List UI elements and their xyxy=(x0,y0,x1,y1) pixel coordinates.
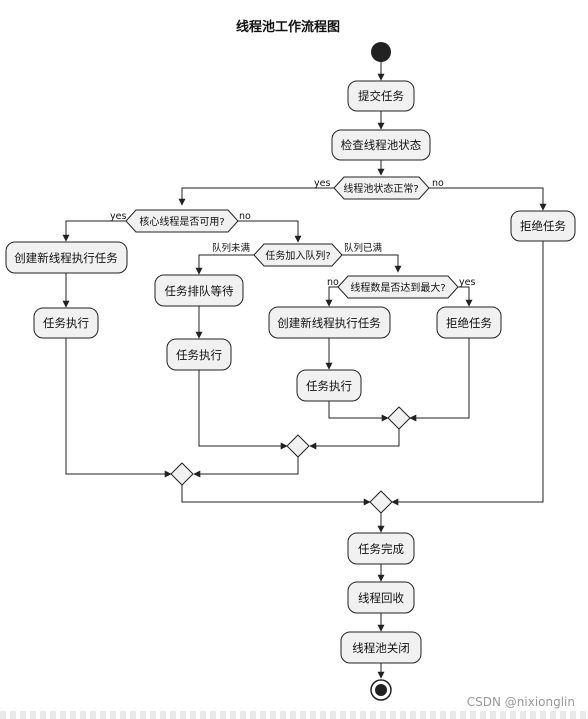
label-status-no: no xyxy=(432,178,444,189)
node-exec-queue: 任务执行 xyxy=(166,338,232,371)
svg-text:任务加入队列?: 任务加入队列? xyxy=(265,249,330,262)
node-pool-shutdown: 线程池关闭 xyxy=(340,631,422,664)
label-status-yes: yes xyxy=(314,178,330,189)
svg-text:线程回收: 线程回收 xyxy=(358,591,404,605)
decision-core-available: 核心线程是否可用? xyxy=(125,209,239,233)
label-queue-full: 队列已满 xyxy=(344,242,383,254)
node-reject-task-max: 拒绝任务 xyxy=(436,306,502,339)
watermark: CSDN @nixionglin xyxy=(467,695,575,709)
node-thread-reclaim: 线程回收 xyxy=(347,581,415,614)
start-node xyxy=(371,42,391,62)
svg-text:创建新线程执行任务: 创建新线程执行任务 xyxy=(14,251,118,265)
svg-text:拒绝任务: 拒绝任务 xyxy=(446,316,492,330)
edge-core-yes xyxy=(62,220,135,242)
edge-max-no xyxy=(325,286,340,307)
merge-diamonds xyxy=(170,406,411,514)
edge-merge-up xyxy=(309,429,400,450)
edge-max-yes xyxy=(456,286,473,307)
svg-text:任务执行: 任务执行 xyxy=(176,348,222,362)
edge-queue-full xyxy=(342,254,402,273)
svg-text:任务排队等待: 任务排队等待 xyxy=(165,284,234,298)
merge-core-branch xyxy=(170,462,194,486)
svg-text:创建新线程执行任务: 创建新线程执行任务 xyxy=(277,316,381,330)
diagram-title: 线程池工作流程图 xyxy=(236,19,340,35)
svg-text:线程池关闭: 线程池关闭 xyxy=(352,641,410,655)
edge-execqueue-merge xyxy=(198,370,288,450)
bottom-border-strip xyxy=(0,711,588,719)
label-max-yes: yes xyxy=(459,277,475,288)
end-node xyxy=(370,679,392,701)
label-core-no: no xyxy=(239,211,251,222)
edge-merge-final xyxy=(181,485,371,506)
edge-merge-core xyxy=(193,457,299,478)
node-exec-core: 任务执行 xyxy=(33,307,99,339)
label-max-no: no xyxy=(327,277,339,288)
svg-text:提交任务: 提交任务 xyxy=(358,89,404,103)
decision-queue-join: 任务加入队列? xyxy=(253,243,343,267)
label-core-yes: yes xyxy=(110,211,126,222)
node-submit-task: 提交任务 xyxy=(347,80,415,112)
edge-status-yes xyxy=(178,187,334,206)
edge-execcore-merge xyxy=(65,338,172,478)
edge-execmax-merge xyxy=(328,401,389,422)
svg-text:任务执行: 任务执行 xyxy=(306,379,352,393)
node-check-status: 检查线程池状态 xyxy=(331,129,431,161)
svg-text:核心线程是否可用?: 核心线程是否可用? xyxy=(139,215,224,228)
node-task-done: 任务完成 xyxy=(347,532,415,565)
label-queue-not-full: 队列未满 xyxy=(212,242,251,254)
svg-text:任务完成: 任务完成 xyxy=(358,542,404,556)
svg-text:拒绝任务: 拒绝任务 xyxy=(520,219,566,233)
svg-text:检查线程池状态: 检查线程池状态 xyxy=(341,138,422,152)
node-create-core-thread: 创建新线程执行任务 xyxy=(5,241,128,274)
edge-queue-not-full xyxy=(195,254,254,275)
node-reject-task-main: 拒绝任务 xyxy=(510,210,576,242)
svg-text:任务执行: 任务执行 xyxy=(43,316,89,330)
merge-max-branch xyxy=(387,406,411,430)
node-queue-wait: 任务排队等待 xyxy=(154,274,244,307)
decision-status-ok: 线程池状态正常? xyxy=(333,176,430,200)
edge-status-no xyxy=(429,187,547,211)
svg-text:线程池状态正常?: 线程池状态正常? xyxy=(343,182,418,195)
edge-labels: yes no yes no 队列未满 队列已满 no yes xyxy=(110,178,475,288)
node-create-max-thread: 创建新线程执行任务 xyxy=(268,306,391,339)
node-exec-max: 任务执行 xyxy=(296,369,362,402)
edge-reject-final xyxy=(391,241,544,506)
merge-final xyxy=(369,490,393,514)
merge-queue-branch xyxy=(286,434,310,458)
edges xyxy=(62,62,547,679)
svg-text:线程数是否达到最大?: 线程数是否达到最大? xyxy=(350,281,445,294)
decision-max-reached: 线程数是否达到最大? xyxy=(337,275,459,299)
edge-core-no xyxy=(229,220,302,243)
edge-rejectmax-merge xyxy=(409,338,470,422)
